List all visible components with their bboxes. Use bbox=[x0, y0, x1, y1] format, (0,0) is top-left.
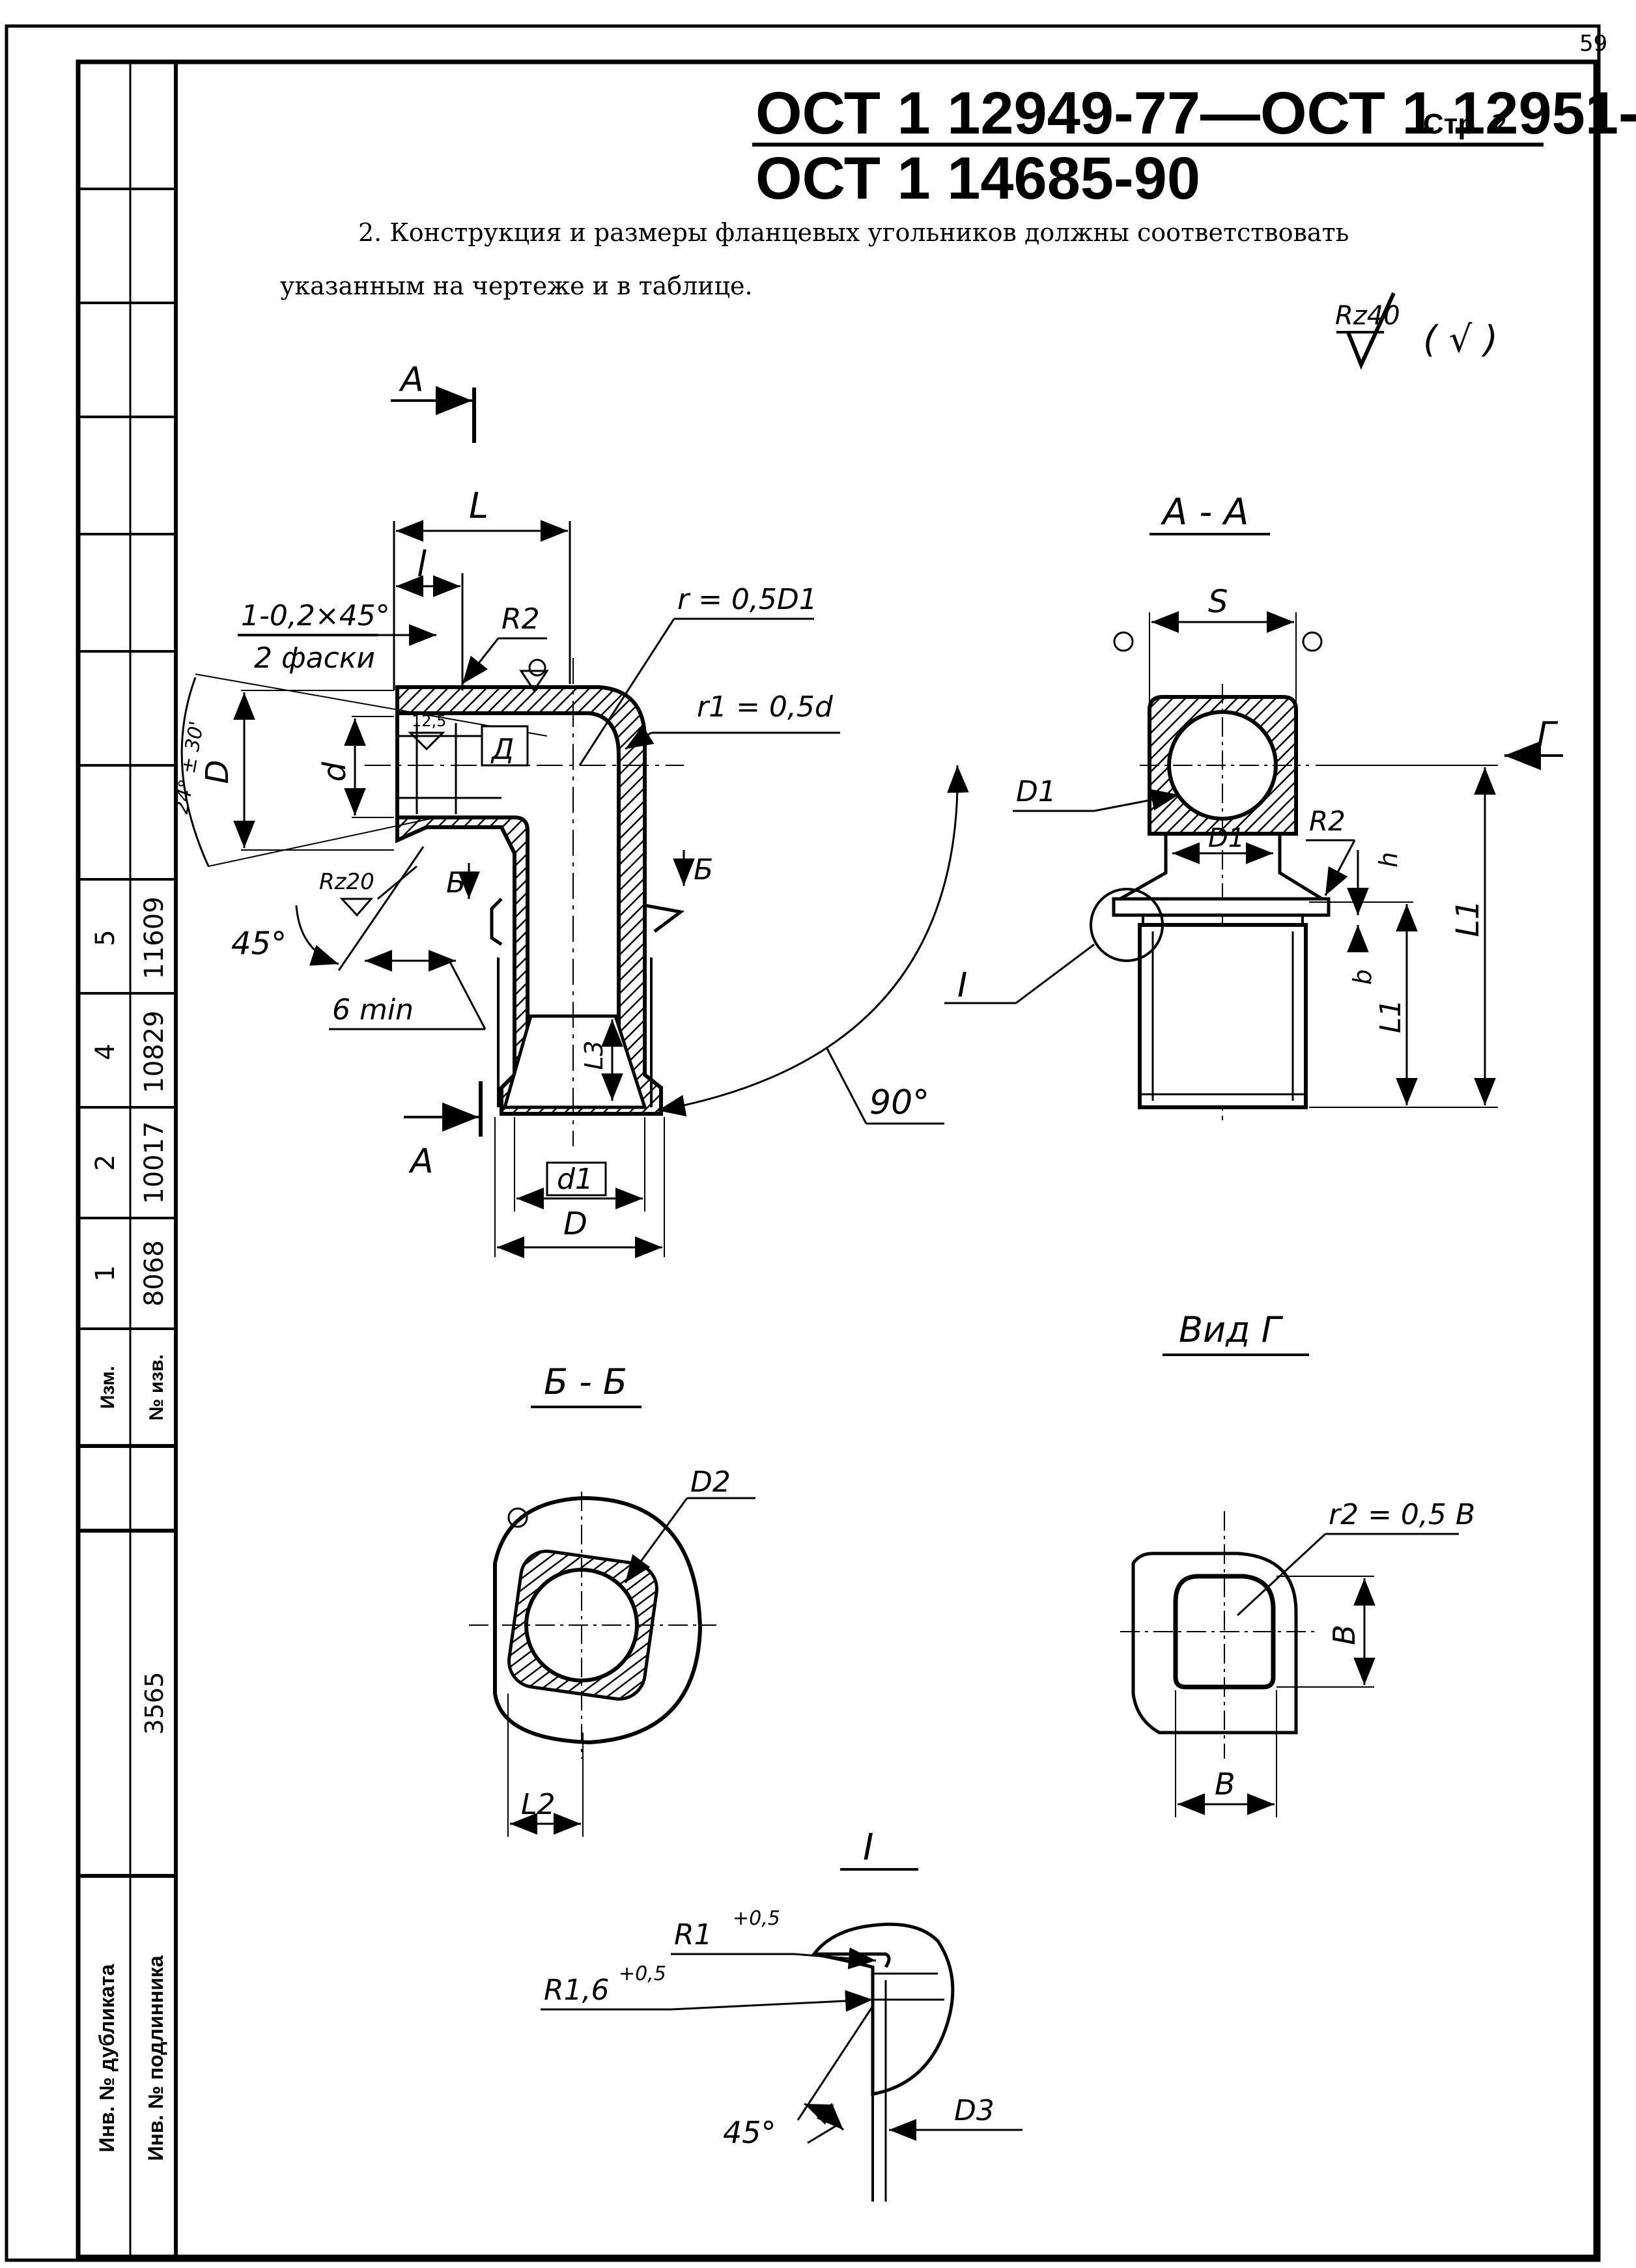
roughness-value: Rz40 bbox=[1335, 301, 1400, 331]
view-bb-title: Б - Б bbox=[544, 1361, 627, 1402]
header: ОСТ 1 12949-77—ОСТ 1 12951-77, Стр. 2 ОС… bbox=[752, 80, 1636, 212]
dim-D-left: D bbox=[199, 760, 236, 784]
detail-i-title: I bbox=[863, 1826, 874, 1869]
change-number: 5 bbox=[91, 929, 120, 946]
detail-mark-i: I bbox=[957, 966, 967, 1005]
label-notice: № изв. bbox=[146, 1354, 167, 1421]
dim-L3: L3 bbox=[580, 1040, 608, 1070]
label-original: Инв. № подлинника bbox=[144, 1955, 167, 2161]
view-a-a: А - А S D1 D1 R2 bbox=[944, 491, 1563, 1120]
dim-L1-total: L1 bbox=[1450, 900, 1486, 937]
dim-D1-center: D1 bbox=[1208, 823, 1245, 853]
section-mark-b: Б bbox=[446, 866, 466, 900]
tol-R1: +0,5 bbox=[733, 1907, 780, 1930]
section-mark-b: Б bbox=[694, 853, 713, 886]
dim-D2: D2 bbox=[690, 1466, 731, 1499]
radius-r2: R2 bbox=[501, 602, 540, 636]
label-duplicate: Инв. № дубликата bbox=[95, 1964, 119, 2152]
dim-S: S bbox=[1208, 584, 1228, 620]
dim-D1-left: D1 bbox=[1016, 775, 1056, 808]
dim-d1: d1 bbox=[557, 1163, 593, 1196]
view-b-b: Б - Б D2 L2 bbox=[469, 1361, 755, 1837]
detail-i: I R1 +0,5 R1,6 +0,5 45° D3 bbox=[541, 1826, 1022, 2202]
roughness-paren: ( √ ) bbox=[1423, 319, 1498, 361]
dim-6min: 6 min bbox=[332, 993, 414, 1027]
paragraph-line-2: указанным на чертеже и в таблице. bbox=[280, 272, 753, 300]
chamfer-note: 1-0,2×45° bbox=[241, 599, 390, 632]
radius-r2-g: r2 = 0,5 B bbox=[1329, 1498, 1475, 1531]
dim-l: l bbox=[417, 544, 427, 585]
dim-D-bottom: D bbox=[563, 1206, 587, 1242]
view-g-title: Вид Г bbox=[1179, 1309, 1284, 1350]
notice-number: 10829 bbox=[139, 1010, 169, 1093]
dim-d: d bbox=[317, 761, 353, 782]
radius-r1: r1 = 0,5d bbox=[697, 690, 834, 724]
main-view: А А L l 1-0,2×45° 2 фаски bbox=[170, 360, 969, 1258]
change-number: 2 bbox=[91, 1154, 120, 1170]
page-label: Стр. bbox=[1423, 108, 1483, 140]
dim-L2: L2 bbox=[521, 1788, 556, 1821]
dim-L: L bbox=[469, 485, 488, 526]
radius-r: r = 0,5D1 bbox=[677, 583, 817, 616]
notice-number: 10017 bbox=[139, 1121, 169, 1204]
label-change: Изм. bbox=[97, 1366, 119, 1409]
change-number: 4 bbox=[91, 1043, 120, 1060]
standard-number-primary: ОСТ 1 12949-77—ОСТ 1 12951-77, bbox=[755, 80, 1636, 147]
dim-D3: D3 bbox=[954, 2094, 994, 2127]
roughness-general: Rz40 ( √ ) bbox=[1335, 292, 1498, 370]
change-number: 1 bbox=[91, 1265, 120, 1281]
page-value: 2 bbox=[1491, 110, 1508, 140]
page-number: 59 bbox=[1579, 31, 1607, 57]
standard-number-secondary: ОСТ 1 14685-90 bbox=[755, 145, 1200, 212]
side-stamp: 5 11609 4 10829 2 10017 1 8068 Изм. № из… bbox=[78, 188, 176, 2161]
tol-R16: +0,5 bbox=[619, 1963, 666, 1985]
sheet-frame bbox=[5, 24, 1601, 2262]
dim-B-horiz: B bbox=[1215, 1766, 1235, 1802]
roughness-rz20: Rz20 bbox=[319, 869, 374, 895]
section-mark-a: А bbox=[408, 1142, 434, 1181]
radius-r2-aa: R2 bbox=[1309, 805, 1346, 837]
inventory-number: 3565 bbox=[140, 1672, 169, 1735]
radius-R16: R1,6 bbox=[544, 1974, 610, 2007]
view-mark-g: Г bbox=[1537, 715, 1558, 754]
dim-L1-inner: L1 bbox=[1374, 999, 1407, 1034]
radius-R1: R1 bbox=[674, 1918, 712, 1951]
dim-B-vert: B bbox=[1327, 1624, 1362, 1645]
view-aa-title: А - А bbox=[1161, 491, 1248, 533]
dim-h: h bbox=[1374, 852, 1403, 868]
dim-b: b bbox=[1348, 969, 1377, 985]
notice-number: 8068 bbox=[139, 1240, 169, 1307]
section-mark-a: А bbox=[399, 360, 424, 399]
paragraph-line-1: 2. Конструкция и размеры фланцевых уголь… bbox=[358, 218, 1349, 247]
angle-45-detail: 45° bbox=[723, 2115, 776, 2150]
angle-90: 90° bbox=[869, 1083, 929, 1122]
notice-number: 11609 bbox=[139, 896, 169, 979]
chamfer-count: 2 фаски bbox=[254, 642, 375, 675]
view-g: Вид Г r2 = 0,5 B B B bbox=[1120, 1309, 1475, 1817]
angle-45: 45° bbox=[231, 926, 287, 962]
mark-D-rect: Д bbox=[490, 733, 514, 766]
